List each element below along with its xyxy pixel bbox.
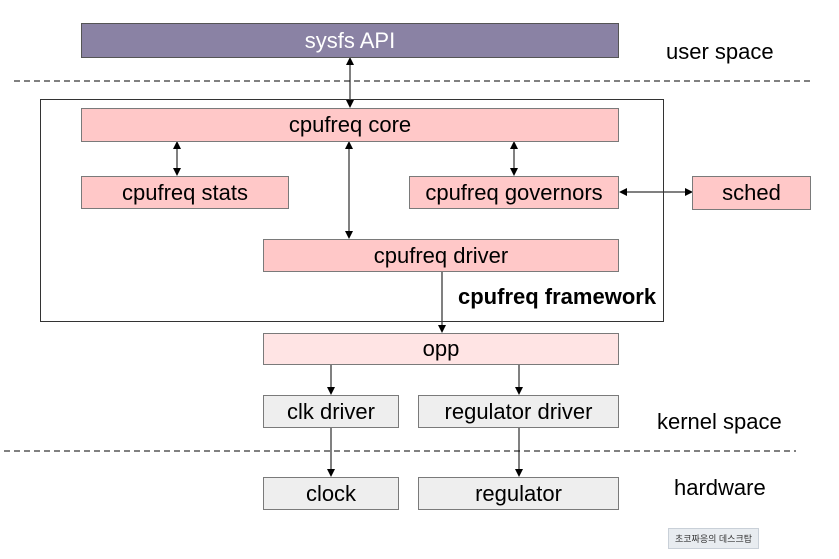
clk-driver-label: clk driver xyxy=(286,398,375,424)
watermark-stamp: 초코짜응의 데스크탑 xyxy=(668,528,760,549)
cpufreq-governors-label: cpufreq governors xyxy=(425,179,603,205)
sysfs-api-box: sysfs API xyxy=(81,23,619,58)
opp-box: opp xyxy=(263,333,619,365)
cpufreq-core-label: cpufreq core xyxy=(288,112,412,137)
cpufreq-driver-box: cpufreq driver xyxy=(263,239,619,272)
cpufreq-framework-frame xyxy=(40,99,664,322)
cpufreq-governors-box: cpufreq governors xyxy=(409,176,619,209)
regulator-driver-box: regulator driver xyxy=(418,395,619,428)
regulator-driver-label: regulator driver xyxy=(444,398,593,424)
cpufreq-stats-box: cpufreq stats xyxy=(81,176,289,209)
sched-label: sched xyxy=(722,180,781,205)
cpufreq-stats-label: cpufreq stats xyxy=(122,179,248,205)
sysfs-api-label: sysfs API xyxy=(304,27,396,53)
cpufreq-core-box: cpufreq core xyxy=(81,108,619,142)
clock-box: clock xyxy=(263,477,399,510)
clk-driver-box: clk driver xyxy=(263,395,399,428)
hardware-label: hardware xyxy=(674,475,766,500)
cpufreq-driver-label: cpufreq driver xyxy=(373,242,509,268)
clock-label: clock xyxy=(305,480,357,506)
cpufreq-framework-label: cpufreq framework xyxy=(458,284,657,309)
regulator-box: regulator xyxy=(418,477,619,510)
sched-box: sched xyxy=(692,176,811,210)
regulator-label: regulator xyxy=(475,480,562,506)
opp-label: opp xyxy=(422,336,460,361)
kernel-space-label: kernel space xyxy=(657,409,782,434)
user-space-label: user space xyxy=(666,39,774,64)
